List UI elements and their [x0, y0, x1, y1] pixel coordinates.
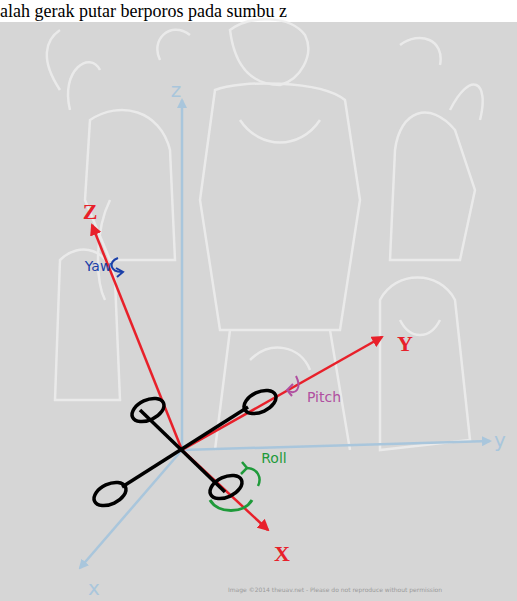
copyright-watermark: Image ©2014 theuav.net - Please do not r…	[228, 587, 442, 593]
rotation-label: Roll	[261, 451, 286, 465]
body-axis-label: Y	[397, 333, 413, 355]
world-axis-label: z	[171, 80, 182, 100]
body-axis-label: Z	[83, 201, 98, 223]
image-ground	[0, 22, 517, 601]
body-axis-label: X	[274, 543, 290, 565]
rotation-label: Pitch	[307, 390, 341, 404]
heading-text: alah gerak putar berporos pada sumbu z	[0, 2, 287, 20]
world-axis-label: y	[494, 430, 506, 450]
rotation-label: Yaw	[85, 259, 112, 273]
world-axis-label: x	[88, 578, 100, 598]
